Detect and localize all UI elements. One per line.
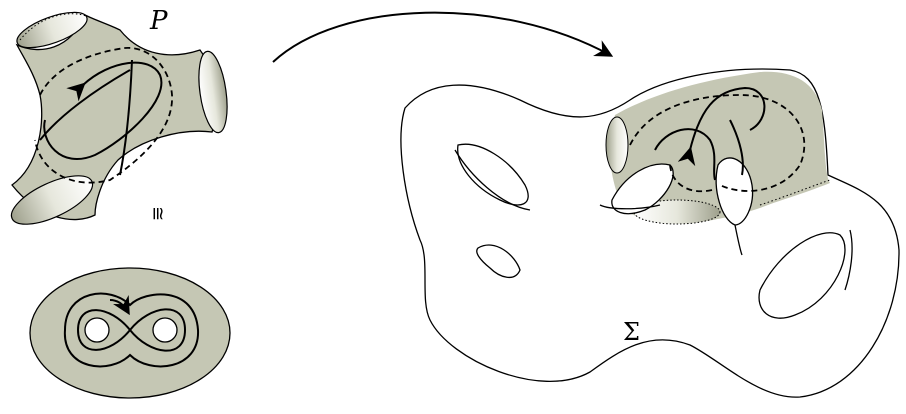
pants-label: P — [150, 6, 168, 36]
surface-figure — [401, 69, 899, 397]
map-arrow — [273, 13, 610, 62]
surface-cuff-left — [606, 117, 628, 173]
pants-figure — [5, 5, 232, 234]
surface-label: Σ — [623, 318, 640, 346]
disc-hole-right — [153, 318, 177, 342]
disc-figure — [30, 268, 230, 398]
disc-hole-left — [85, 318, 109, 342]
disc-body — [30, 268, 230, 398]
congruence-symbol: ≅ — [147, 206, 168, 221]
